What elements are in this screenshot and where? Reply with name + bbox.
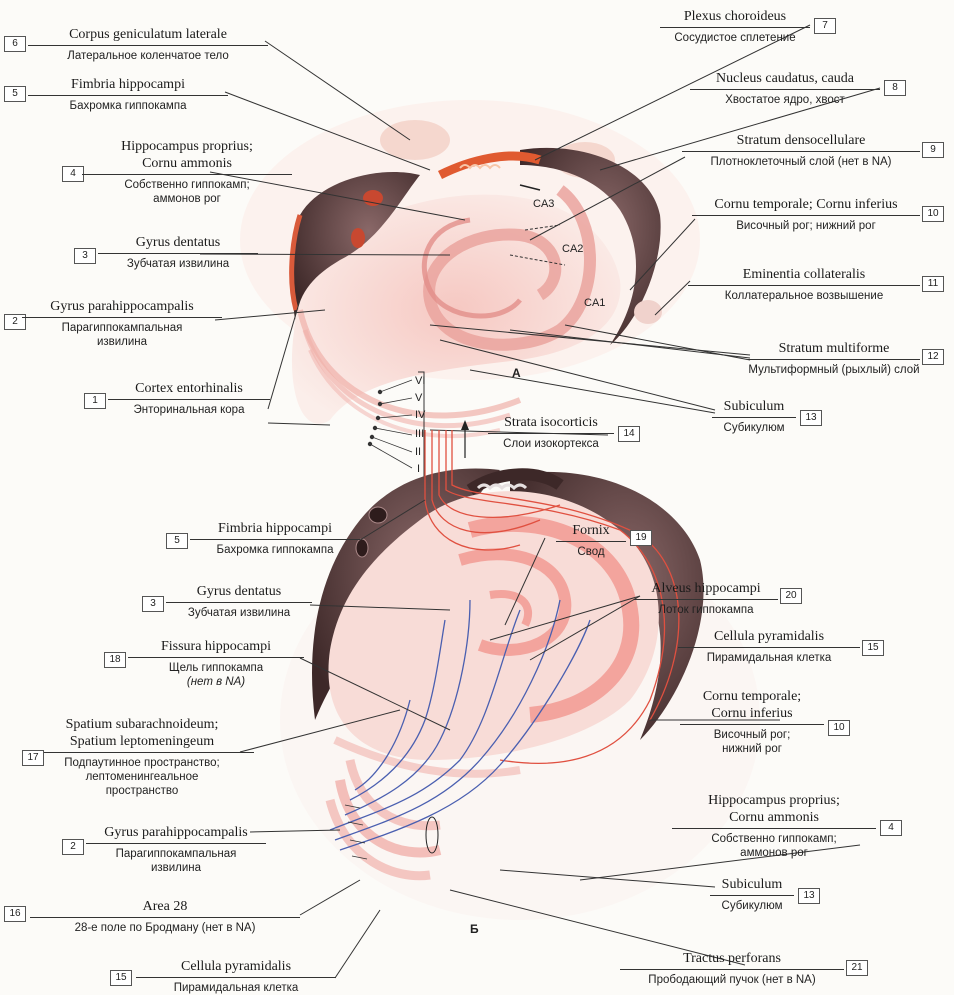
label-gyrus-dentatus-b: Gyrus dentatus Зубчатая извилина	[166, 583, 312, 620]
layer-ii: II	[415, 446, 421, 458]
figure-letter-b: Б	[470, 922, 479, 936]
label-area-28: Area 28 28-е поле по Бродману (нет в NA)	[30, 898, 300, 935]
number-badge-4: 4	[62, 166, 84, 182]
label-alveus-hippocampi: Alveus hippocampi Лоток гиппокампа	[634, 580, 778, 617]
label-cellula-pyramidalis-a: Cellula pyramidalis Пирамидальная клетка	[678, 628, 860, 665]
number-badge-20: 20	[780, 588, 802, 604]
number-badge-18: 18	[104, 652, 126, 668]
ca3-label: CA3	[533, 198, 554, 210]
number-badge-1: 1	[84, 393, 106, 409]
number-badge-9: 9	[922, 142, 944, 158]
number-badge-10b: 10	[828, 720, 850, 736]
label-gyrus-parahippocampalis-b: Gyrus parahippocampalis Парагиппокампаль…	[86, 824, 266, 875]
number-badge-10: 10	[922, 206, 944, 222]
number-badge-14: 14	[618, 426, 640, 442]
label-fornix: Fornix Свод	[556, 522, 626, 559]
number-badge-12: 12	[922, 349, 944, 365]
layer-iii: III	[415, 428, 424, 440]
label-gyrus-dentatus-a: Gyrus dentatus Зубчатая извилина	[98, 234, 258, 271]
number-badge-2b: 2	[62, 839, 84, 855]
label-fimbria-hippocampi-a: Fimbria hippocampi Бахромка гиппокампа	[28, 76, 228, 113]
number-badge-19: 19	[630, 530, 652, 546]
label-eminentia-collateralis: Eminentia collateralis Коллатеральное во…	[688, 266, 920, 303]
number-badge-4b: 4	[880, 820, 902, 836]
ca1-label: CA1	[584, 297, 605, 309]
label-fimbria-hippocampi-b: Fimbria hippocampi Бахромка гиппокампа	[190, 520, 360, 557]
number-badge-8: 8	[884, 80, 906, 96]
label-cornu-temporale-b: Cornu temporale; Cornu inferius Височный…	[680, 688, 824, 756]
number-badge-11: 11	[922, 276, 944, 292]
number-badge-16: 16	[4, 906, 26, 922]
label-corpus-geniculatum-laterale: Corpus geniculatum laterale Латеральное …	[28, 26, 268, 63]
label-plexus-choroideus: Plexus choroideus Сосудистое сплетение	[660, 8, 810, 45]
number-badge-3b: 3	[142, 596, 164, 612]
ca2-label: CA2	[562, 243, 583, 255]
label-subiculum-b: Subiculum Субикулюм	[710, 876, 794, 913]
figure-letter-a: А	[512, 366, 521, 380]
label-hippocampus-proprius-a: Hippocampus proprius; Cornu ammonis Собс…	[82, 138, 292, 206]
label-fissura-hippocampi: Fissura hippocampi Щель гиппокампа (нет …	[128, 638, 304, 689]
number-badge-15b: 15	[110, 970, 132, 986]
number-badge-6: 6	[4, 36, 26, 52]
layer-i: I	[417, 463, 420, 475]
number-badge-13: 13	[800, 410, 822, 426]
label-strata-isocorticis: Strata isocorticis Слои изокортекса	[488, 414, 614, 451]
number-badge-7: 7	[814, 18, 836, 34]
number-badge-5b: 5	[166, 533, 188, 549]
label-hippocampus-proprius-b: Hippocampus proprius; Cornu ammonis Собс…	[672, 792, 876, 860]
number-badge-13b: 13	[798, 888, 820, 904]
label-stratum-multiforme: Stratum multiforme Мультиформный (рыхлый…	[748, 340, 920, 377]
label-stratum-densocellulare: Stratum densocellulare Плотноклеточный с…	[682, 132, 920, 169]
label-cortex-entorhinalis: Cortex entorhinalis Энторинальная кора	[108, 380, 270, 417]
label-spatium-subarachnoideum: Spatium subarachnoideum; Spatium leptome…	[30, 716, 254, 798]
number-badge-5: 5	[4, 86, 26, 102]
number-badge-21: 21	[846, 960, 868, 976]
number-badge-15: 15	[862, 640, 884, 656]
number-badge-3: 3	[74, 248, 96, 264]
label-nucleus-caudatus: Nucleus caudatus, cauda Хвостатое ядро, …	[690, 70, 880, 107]
label-cellula-pyramidalis-b: Cellula pyramidalis Пирамидальная клетка	[136, 958, 336, 995]
label-cornu-temporale-a: Cornu temporale; Cornu inferius Височный…	[692, 196, 920, 233]
layer-vi: VI	[415, 375, 425, 387]
layer-v: V	[415, 392, 422, 404]
label-gyrus-parahippocampalis-a: Gyrus parahippocampalis Парагиппокампаль…	[22, 298, 222, 349]
label-subiculum-a: Subiculum Субикулюм	[712, 398, 796, 435]
layer-iv: IV	[415, 409, 425, 421]
number-badge-17: 17	[22, 750, 44, 766]
label-tractus-perforans: Tractus perforans Прободающий пучок (нет…	[620, 950, 844, 987]
